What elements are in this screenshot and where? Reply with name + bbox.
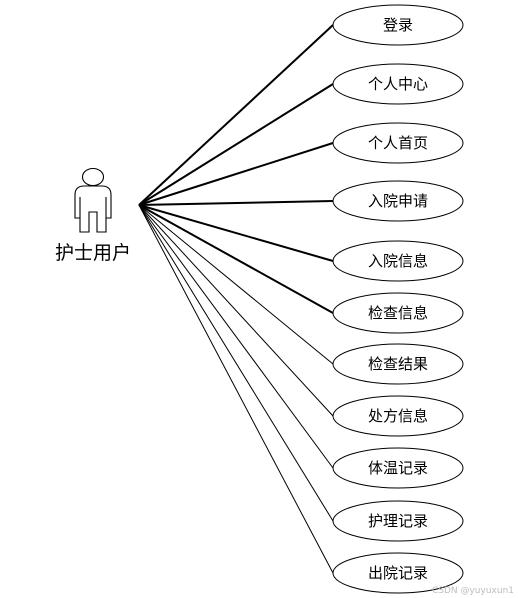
- use-case-label: 个人首页: [368, 134, 428, 152]
- use-case-ellipse: [332, 500, 464, 542]
- use-case: 护理记录: [332, 500, 464, 542]
- association-lines: [138, 24, 334, 574]
- use-case-ellipse: [332, 447, 464, 489]
- association-line: [138, 204, 334, 417]
- use-case-label: 入院信息: [368, 252, 428, 270]
- use-case-ellipse: [332, 122, 464, 164]
- association-line: [138, 200, 334, 206]
- use-case-label: 登录: [383, 16, 413, 34]
- association-line: [138, 204, 334, 314]
- use-case-label: 检查结果: [368, 355, 428, 373]
- use-case-label: 检查信息: [368, 304, 428, 322]
- use-case-ellipse: [332, 552, 464, 594]
- use-case: 检查结果: [332, 343, 464, 385]
- watermark: CSDN @yuyuxun1: [431, 586, 514, 596]
- use-case-ellipse: [332, 240, 464, 282]
- use-case-ellipse: [332, 343, 464, 385]
- use-case: 登录: [332, 4, 464, 46]
- use-case: 入院信息: [332, 240, 464, 282]
- use-cases: 登录个人中心个人首页入院申请入院信息检查信息检查结果处方信息体温记录护理记录出院…: [332, 4, 464, 594]
- actor-label: 护士用户: [55, 242, 131, 264]
- association-line: [138, 142, 334, 206]
- association-line: [138, 204, 334, 365]
- use-case: 检查信息: [332, 292, 464, 334]
- use-case: 处方信息: [332, 395, 464, 437]
- use-case-ellipse: [332, 180, 464, 222]
- use-case-label: 个人中心: [368, 75, 428, 93]
- use-case: 个人中心: [332, 63, 464, 105]
- use-case-ellipse: [332, 4, 464, 46]
- association-line: [138, 204, 334, 522]
- association-line: [138, 83, 334, 206]
- association-line: [138, 204, 334, 262]
- association-line: [138, 204, 334, 574]
- use-case-ellipse: [332, 395, 464, 437]
- use-case-ellipse: [332, 292, 464, 334]
- actor-figure-icon: [74, 167, 112, 233]
- use-case: 个人首页: [332, 122, 464, 164]
- association-line: [138, 204, 334, 469]
- use-case-label: 护理记录: [368, 512, 428, 530]
- use-case: 出院记录: [332, 552, 464, 594]
- use-case-label: 体温记录: [368, 459, 428, 477]
- association-line: [138, 24, 334, 206]
- use-case: 体温记录: [332, 447, 464, 489]
- use-case-label: 处方信息: [368, 407, 428, 425]
- use-case-label: 出院记录: [368, 564, 428, 582]
- use-case-ellipse: [332, 63, 464, 105]
- use-case: 入院申请: [332, 180, 464, 222]
- use-case-label: 入院申请: [368, 192, 428, 210]
